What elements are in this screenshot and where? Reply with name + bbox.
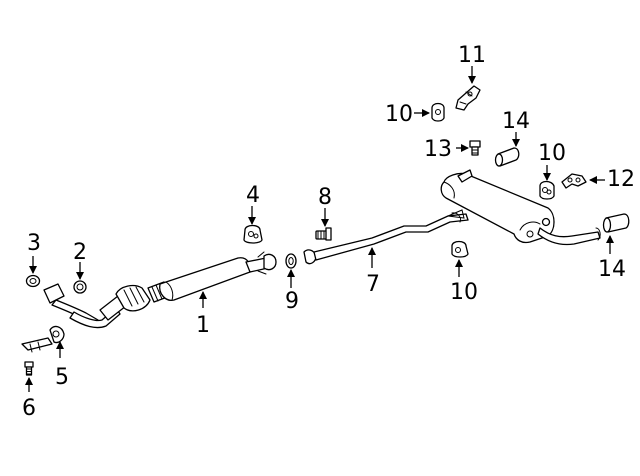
part-gasket-9	[285, 253, 297, 269]
callout-2: 2	[73, 240, 87, 265]
part-bolt-6	[24, 361, 34, 376]
callout-3: 3	[27, 231, 41, 256]
part-tail-tip-14-upper	[494, 147, 520, 167]
callout-7: 7	[366, 272, 380, 297]
part-gasket-3	[25, 274, 41, 288]
callout-10-right: 10	[538, 141, 566, 166]
part-front-pipe-catalytic-converter-1	[43, 251, 277, 329]
callout-11: 11	[458, 43, 486, 68]
part-bracket-5	[21, 325, 65, 353]
callout-14-upper: 14	[502, 109, 530, 134]
callout-1: 1	[196, 313, 210, 338]
callout-13: 13	[424, 137, 452, 162]
callout-10-lower: 10	[450, 280, 478, 305]
callout-4: 4	[246, 183, 260, 208]
part-gasket-2	[73, 280, 87, 294]
callout-14-lower: 14	[598, 257, 626, 282]
part-hanger-10-right	[539, 180, 555, 200]
callout-5: 5	[55, 365, 69, 390]
part-bracket-11	[455, 85, 481, 111]
part-hanger-10-lower	[451, 240, 469, 258]
part-hanger-10-upper	[431, 102, 445, 122]
part-bolt-13	[469, 140, 481, 156]
callout-labels: 1 2 3 4 5 6 7 8 9 10 10 10 11 12 13 14 1…	[22, 43, 635, 421]
callout-6: 6	[22, 396, 36, 421]
part-hanger-4	[243, 224, 263, 244]
callout-10-upper: 10	[385, 102, 413, 127]
part-bracket-12	[561, 173, 587, 189]
callout-12: 12	[607, 167, 635, 192]
part-tail-tip-14-lower	[602, 213, 630, 233]
rear-muffler	[440, 169, 601, 246]
part-center-pipe-7	[303, 209, 469, 265]
callout-8: 8	[318, 185, 332, 210]
part-bolt-8	[315, 227, 332, 241]
leader-arrows	[25, 66, 614, 392]
callout-9: 9	[285, 289, 299, 314]
